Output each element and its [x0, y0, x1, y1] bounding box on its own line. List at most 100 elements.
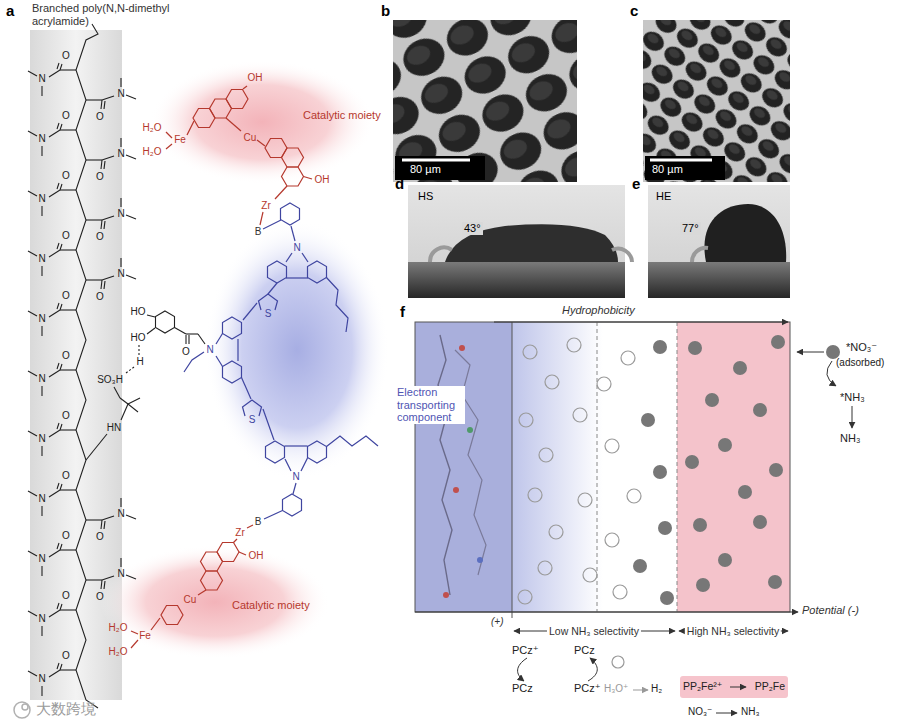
- sem-photo: [643, 20, 790, 182]
- atom-label: N: [38, 673, 45, 685]
- scale-label: 80 µm: [410, 163, 441, 176]
- species-label: PCz⁺: [574, 682, 601, 695]
- bond: [28, 191, 37, 196]
- species-note: (adsorbed): [836, 357, 884, 369]
- bond: [126, 215, 136, 219]
- atom-label: O: [62, 230, 70, 242]
- bond: [60, 549, 76, 550]
- bond: [126, 155, 136, 159]
- atom-label: N: [293, 242, 300, 254]
- atom-label: O: [62, 650, 70, 662]
- atom-label: Zr: [261, 200, 270, 212]
- bond: [120, 198, 121, 207]
- angle-label: 43°: [462, 222, 483, 235]
- atom-label: HO: [131, 332, 146, 344]
- bond: [41, 326, 42, 336]
- scale-bar: [650, 159, 712, 162]
- bond: [60, 604, 62, 610]
- transport-halo: [205, 220, 389, 480]
- bond: [57, 423, 59, 429]
- scale-bar: [402, 159, 470, 162]
- bond: [57, 603, 59, 609]
- panel-letter: b: [381, 2, 390, 19]
- bond: [49, 550, 60, 557]
- bond: [86, 519, 102, 520]
- bond: [60, 244, 62, 250]
- backbone: [76, 24, 98, 708]
- atom-label: O: [62, 470, 70, 482]
- bond: [102, 276, 114, 280]
- atom-label: N: [117, 208, 124, 220]
- atom-label: OH: [248, 72, 263, 84]
- watermark: 大数跨境: [36, 700, 96, 717]
- bond: [41, 626, 42, 636]
- scale-label: 80 µm: [652, 163, 683, 176]
- region-label: Catalytic moiety: [232, 599, 310, 612]
- bond: [57, 363, 59, 369]
- atom-label: N: [38, 313, 45, 325]
- bond: [28, 371, 37, 376]
- catalytic-halo: [100, 545, 330, 659]
- bond: [57, 63, 59, 69]
- bond: [120, 258, 121, 267]
- bond: [104, 281, 105, 289]
- bond: [86, 579, 102, 580]
- bond: [104, 101, 105, 109]
- atom-label: N: [38, 553, 45, 565]
- bond: [120, 78, 121, 87]
- atom-label: H: [136, 356, 143, 368]
- axis-label: Potential (-): [802, 604, 859, 617]
- bond: [120, 558, 121, 567]
- atom-label: SO₃H: [97, 374, 123, 386]
- bond: [57, 303, 59, 309]
- bond: [49, 610, 60, 617]
- atom-label: O: [96, 291, 104, 303]
- bond: [101, 220, 102, 229]
- bond: [60, 184, 62, 190]
- bond: [60, 124, 62, 130]
- atom-label: O: [62, 350, 70, 362]
- catalytic-halo: [150, 60, 374, 184]
- bond: [49, 70, 60, 77]
- atom-label: O: [62, 410, 70, 422]
- bond: [49, 130, 60, 137]
- atom-label: O: [62, 110, 70, 122]
- bond: [60, 489, 76, 490]
- atom-label: B: [255, 516, 262, 528]
- species-label: PCz: [512, 682, 533, 695]
- catalytic-region: Catalytic moiety: [100, 545, 330, 660]
- bond: [101, 160, 102, 169]
- bond: [41, 446, 42, 456]
- sem-photo: [393, 20, 577, 182]
- linker: [86, 311, 205, 460]
- range-label: Low NH₃ selectivity: [547, 625, 641, 637]
- species-label: *NO₃⁻: [846, 341, 877, 354]
- bond: [28, 251, 37, 256]
- bond: [49, 490, 60, 497]
- bond: [28, 431, 37, 436]
- bond: [126, 275, 136, 279]
- atom-label: O: [96, 531, 104, 543]
- species-label: NH₃: [840, 432, 860, 445]
- bond: [28, 551, 37, 556]
- bond: [101, 100, 102, 109]
- bond: [41, 206, 42, 216]
- atom-label: HO: [131, 306, 146, 318]
- bond: [41, 566, 42, 576]
- bond: [60, 664, 62, 670]
- species-label: PCz: [574, 644, 595, 657]
- bond: [101, 580, 102, 589]
- bond: [60, 69, 76, 70]
- atom-label: H₂O: [109, 646, 128, 658]
- bond: [120, 498, 121, 507]
- transport-region: Electron transporting component: [205, 220, 390, 480]
- species-label: PP₂Fe²⁺: [683, 680, 722, 692]
- atom-label: S: [249, 414, 256, 426]
- panel-letter: d: [395, 175, 404, 192]
- bond: [49, 670, 60, 677]
- panel-letter: f: [400, 303, 405, 320]
- atom-label: N: [38, 73, 45, 85]
- atom-label: N: [38, 613, 45, 625]
- atom-label: O: [62, 530, 70, 542]
- axis-label: (+): [491, 616, 504, 628]
